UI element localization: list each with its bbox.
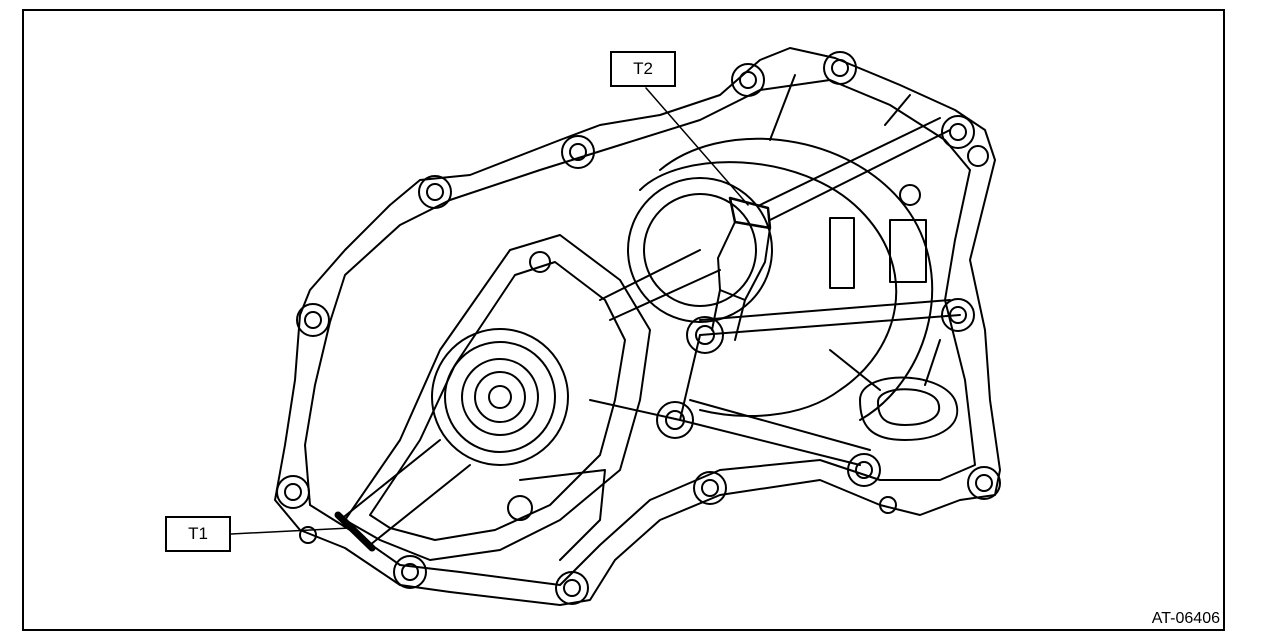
rear-bore-mid [643,193,757,307]
bolt-bosses [276,51,1001,605]
leader-t2 [645,87,749,206]
rib-2 [699,299,961,336]
front-housing [344,234,651,561]
rear-bore-outer [627,177,773,323]
rib-3 [759,117,951,221]
pocket-inner [877,388,941,426]
output-seal-outer [431,328,569,466]
rib-5 [679,334,701,421]
rib-11 [519,469,606,561]
output-seal-2 [444,341,556,453]
window-2 [889,219,927,283]
callout-t1: T1 [165,516,231,552]
rib-1 [599,249,721,321]
plug-t2 [711,196,772,341]
figure-frame [22,9,1225,631]
rib-4 [679,399,871,466]
rib-6 [589,399,681,421]
output-seal-3 [461,358,539,436]
output-seal-4 [474,371,526,423]
output-shaft [488,385,512,409]
window-1 [829,217,855,289]
front-housing-inner [369,261,626,541]
figure-code: AT-06406 [1151,610,1220,627]
case-outline [274,47,1001,606]
case-inner-rim [304,79,976,586]
rear-housing-arc-2 [659,137,934,421]
leader-t1 [230,527,351,535]
small-hole [899,184,921,206]
drain-plug [334,511,376,552]
pocket [859,376,958,441]
rib-9 [769,74,796,141]
shaft-extension [339,439,471,546]
rib-10 [884,94,911,126]
callout-t2: T2 [610,51,676,87]
rib-7 [924,339,941,386]
